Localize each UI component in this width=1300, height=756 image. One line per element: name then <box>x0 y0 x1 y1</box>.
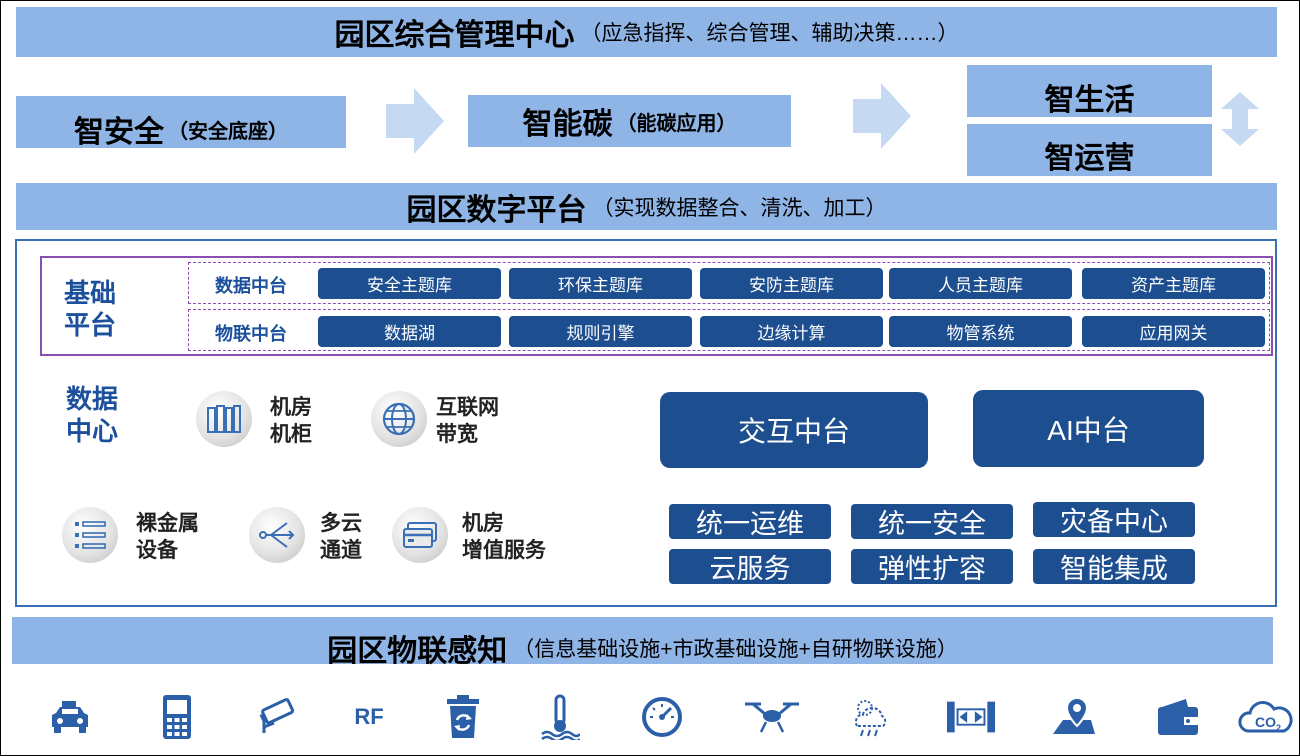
data-center-item-line2: 通道 <box>320 539 362 562</box>
interaction-middle-box: 交互中台 <box>660 392 928 468</box>
smart-safety-box: 智安全 （安全底座） <box>16 96 346 149</box>
data-center-item: 机房 增值服务 <box>462 510 546 564</box>
service-box: 统一安全 <box>851 504 1013 539</box>
data-center-label-line2: 中心 <box>66 416 119 446</box>
data-topic-pill: 安防主题库 <box>700 268 883 299</box>
data-center-item: 机房 机柜 <box>270 394 312 448</box>
co2-subscript: 2 <box>1276 723 1281 733</box>
data-topic-pill: 资产主题库 <box>1082 268 1265 299</box>
water-temperature-icon <box>535 692 585 742</box>
iot-module-pill: 物管系统 <box>889 316 1072 347</box>
wallet-icon <box>1153 692 1203 742</box>
service-box: 智能集成 <box>1033 549 1195 584</box>
map-pin-icon <box>1049 692 1099 742</box>
smart-life-title: 智生活 <box>1044 84 1135 117</box>
iot-module-pill: 规则引擎 <box>509 316 692 347</box>
data-center-item-line2: 增值服务 <box>462 539 546 562</box>
server-rack-icon <box>196 391 252 447</box>
data-middle-label: 数据中台 <box>215 276 287 296</box>
iot-middle-label: 物联中台 <box>215 324 287 344</box>
gauge-icon <box>637 692 687 742</box>
smart-ops-title: 智运营 <box>1044 142 1135 175</box>
data-center-item: 裸金属 设备 <box>136 510 199 564</box>
data-center-item: 互联网 带宽 <box>436 394 499 448</box>
service-box: 统一运维 <box>669 504 831 539</box>
data-middle-row <box>188 262 1270 304</box>
data-center-label-line1: 数据 <box>66 384 119 414</box>
data-center-item-line2: 机柜 <box>270 423 312 446</box>
iot-module-pill: 应用网关 <box>1082 316 1265 347</box>
smart-carbon-title: 智能碳 <box>522 108 613 141</box>
smart-safety-title: 智安全 <box>74 116 164 149</box>
arrow-right-icon <box>386 88 444 154</box>
data-center-item-line2: 带宽 <box>436 423 478 446</box>
base-platform-box <box>40 256 1273 356</box>
double-arrow-vertical-icon <box>1221 92 1259 146</box>
iot-middle-row <box>188 309 1270 351</box>
server-list-icon <box>62 507 118 563</box>
iot-sensing-title: 园区物联感知 <box>327 634 508 668</box>
data-center-item-line1: 机房 <box>270 396 312 419</box>
smart-carbon-subtitle: （能碳应用） <box>616 112 737 135</box>
service-box: 云服务 <box>669 549 831 584</box>
management-center-band: 园区综合管理中心 （应急指挥、综合管理、辅助决策……） <box>16 7 1277 57</box>
data-center-item-line1: 多云 <box>320 512 362 535</box>
data-topic-pill: 安全主题库 <box>318 268 501 299</box>
co2-icon: CO 2 <box>1238 692 1294 742</box>
multi-cloud-arrow-icon <box>249 507 305 563</box>
data-center-item-line1: 裸金属 <box>136 512 199 535</box>
rf-label: RF <box>354 704 384 729</box>
data-topic-pill: 人员主题库 <box>889 268 1072 299</box>
camera-icon <box>252 692 302 742</box>
phone-icon <box>152 692 202 742</box>
iot-sensing-band: 园区物联感知 （信息基础设施+市政基础设施+自研物联设施） <box>12 617 1273 668</box>
data-center-label: 数据 中心 <box>66 383 118 447</box>
rf-icon: RF <box>344 692 394 742</box>
iot-sensing-subtitle: （信息基础设施+市政基础设施+自研物联设施） <box>513 637 958 661</box>
card-icon <box>392 507 448 563</box>
ai-middle-box: AI中台 <box>973 390 1204 467</box>
drone-icon <box>742 692 802 742</box>
digital-platform-title: 园区数字平台 <box>406 193 587 227</box>
service-box: 弹性扩容 <box>851 549 1013 584</box>
gate-icon <box>946 692 996 742</box>
data-center-item-line2: 设备 <box>136 539 178 562</box>
data-center-item-line1: 机房 <box>462 512 504 535</box>
data-center-item: 多云 通道 <box>320 510 362 564</box>
smart-carbon-box: 智能碳 （能碳应用） <box>468 95 791 147</box>
smart-safety-subtitle: （安全底座） <box>168 120 288 143</box>
co2-label: CO <box>1255 714 1276 730</box>
car-icon <box>45 692 95 742</box>
data-center-item-line1: 互联网 <box>436 396 499 419</box>
arrow-right-icon <box>853 83 911 149</box>
digital-platform-subtitle: （实现数据整合、清洗、加工） <box>592 196 887 220</box>
digital-platform-band: 园区数字平台 （实现数据整合、清洗、加工） <box>16 183 1277 230</box>
iot-module-pill: 数据湖 <box>318 316 501 347</box>
base-platform-label-line2: 平台 <box>64 310 117 340</box>
globe-icon <box>371 391 427 447</box>
service-box: 灾备中心 <box>1033 502 1195 537</box>
management-center-title: 园区综合管理中心 <box>334 19 575 52</box>
base-platform-label-line1: 基础 <box>64 278 117 308</box>
platform-container <box>15 239 1277 607</box>
base-platform-label: 基础 平台 <box>64 277 116 341</box>
iot-module-pill: 边缘计算 <box>700 316 883 347</box>
weather-icon <box>845 692 895 742</box>
management-center-subtitle: （应急指挥、综合管理、辅助决策……） <box>580 22 959 45</box>
smart-ops-box: 智运营 <box>967 124 1212 176</box>
data-topic-pill: 环保主题库 <box>509 268 692 299</box>
recycle-bin-icon <box>438 692 488 742</box>
smart-life-box: 智生活 <box>967 65 1212 117</box>
